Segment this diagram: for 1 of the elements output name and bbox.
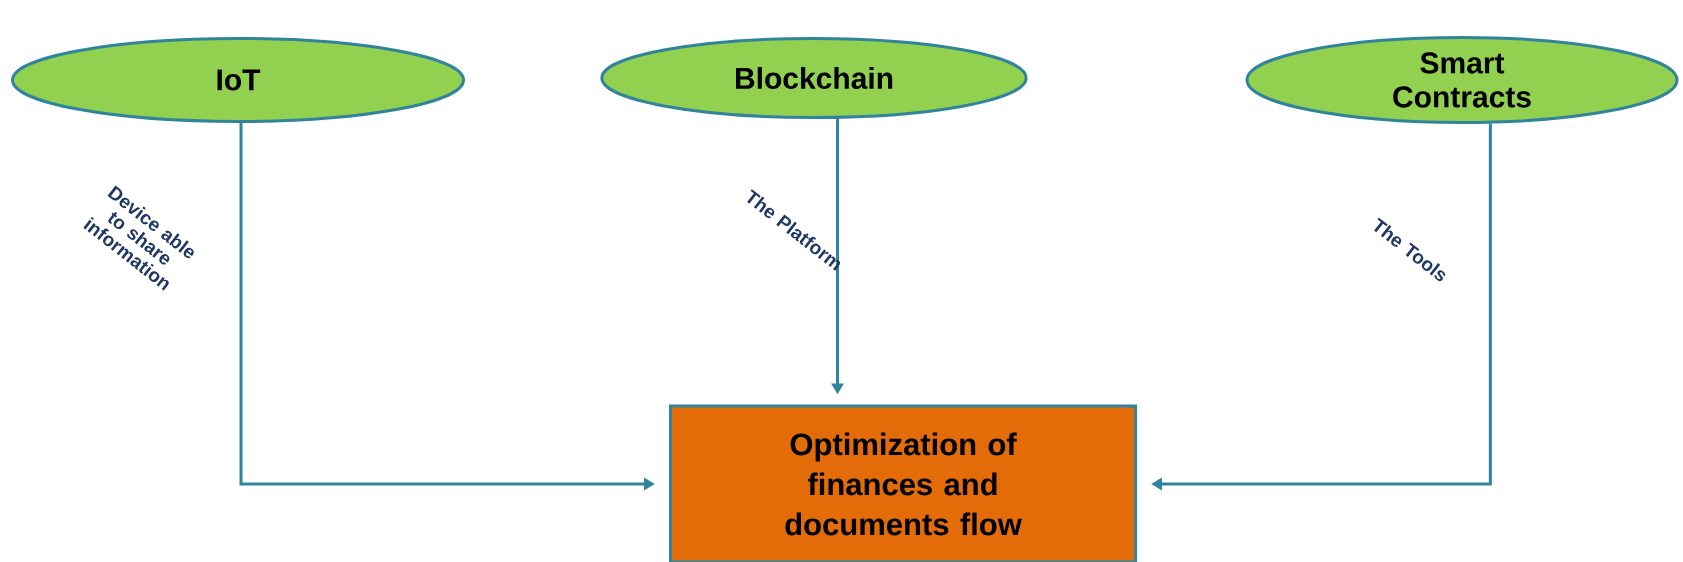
process-box: Optimization of finances and documents flow: [669, 404, 1137, 562]
